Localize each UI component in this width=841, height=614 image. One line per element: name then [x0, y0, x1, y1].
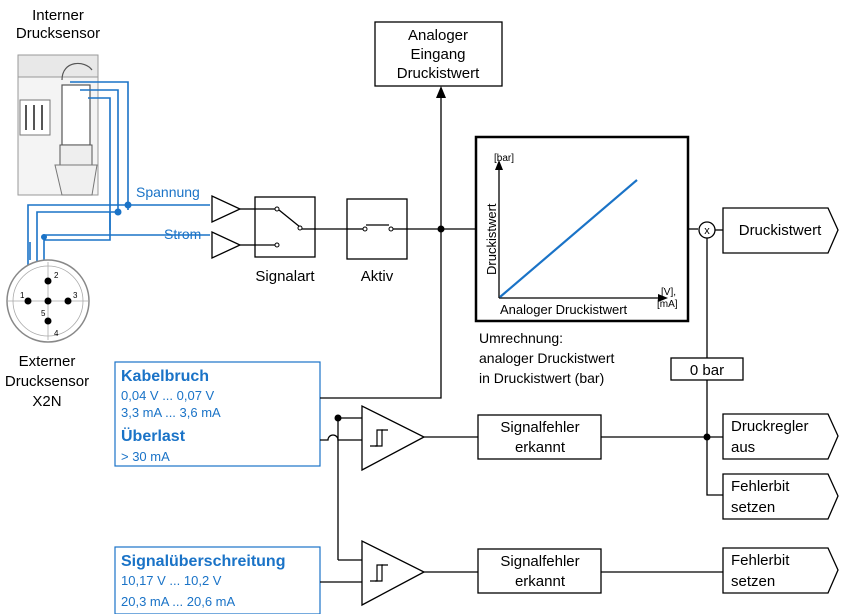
output-error-bit-1-line2: setzen	[731, 499, 775, 516]
cable-break-title: Kabelbruch	[121, 368, 209, 385]
analog-input-line2: Eingang	[410, 46, 465, 63]
output-controller-off-line2: aus	[731, 439, 755, 456]
external-sensor-label-line3: X2N	[32, 393, 61, 410]
signal-type-switch	[254, 196, 316, 258]
output-error-bit-2-line1: Fehlerbit	[731, 552, 790, 569]
signal-error-1-line2: erkannt	[515, 439, 566, 456]
conversion-line	[499, 179, 638, 298]
analog-input-line3: Druckistwert	[397, 65, 480, 82]
conversion-note-line2: analoger Druckistwert	[479, 350, 614, 366]
signal-error-2-line1: Signalfehler	[500, 553, 579, 570]
threshold-box-cable-break	[114, 361, 321, 467]
internal-sensor-illustration	[17, 54, 99, 196]
internal-sensor-label-line1: Interner	[32, 7, 84, 24]
signal-exceed-title: Signalüberschreitung	[121, 553, 285, 570]
pin-3-label: 3	[73, 291, 78, 300]
cable-break-current-range: 3,3 mA ... 3,6 mA	[121, 405, 221, 420]
multiply-symbol: x	[704, 225, 710, 237]
pin-5-label: 5	[41, 309, 46, 318]
output-controller-off	[722, 413, 839, 460]
output-error-bit-1	[722, 473, 839, 520]
signal-error-1-line1: Signalfehler	[500, 419, 579, 436]
analog-input-line1: Analoger	[408, 27, 468, 44]
graph-x-unit-line1: [V],	[661, 287, 676, 298]
overload-title: Überlast	[121, 426, 186, 445]
signal-error-block-2	[477, 548, 602, 594]
internal-sensor-label-line2: Drucksensor	[16, 25, 100, 42]
signal-exceed-current-range: 20,3 mA ... 20,6 mA	[121, 594, 235, 609]
arrow-up-to-analog-input	[436, 86, 446, 98]
cable-break-voltage-range: 0,04 V ... 0,07 V	[121, 388, 215, 403]
signal-exceed-voltage-range: 10,17 V ... 10,2 V	[121, 573, 222, 588]
external-sensor-label-line2: Drucksensor	[5, 373, 89, 390]
comparator-2	[361, 539, 426, 607]
signal-error-2-line2: erkannt	[515, 573, 566, 590]
graph-x-unit-line2: [mA]	[657, 299, 678, 310]
conversion-note-line3: in Druckistwert (bar)	[479, 370, 604, 386]
voltage-input-label: Spannung	[136, 184, 200, 200]
output-pressure-value-label: Druckistwert	[739, 222, 822, 239]
output-error-bit-1-line1: Fehlerbit	[731, 478, 790, 495]
pin-1-label: 1	[20, 291, 25, 300]
graph-x-label: Analoger Druckistwert	[500, 302, 628, 317]
pin-2-label: 2	[54, 271, 59, 280]
threshold-box-signal-exceed	[114, 546, 321, 614]
active-switch	[346, 198, 408, 260]
overload-threshold: > 30 mA	[121, 449, 170, 464]
current-amplifier	[211, 230, 242, 260]
conversion-note-line1: Umrechnung:	[479, 330, 563, 346]
graph-y-label: Druckistwert	[484, 203, 499, 275]
zero-bar-label: 0 bar	[690, 362, 724, 379]
output-error-bit-2	[722, 547, 839, 594]
analog-input-block	[374, 21, 503, 87]
output-error-bit-2-line2: setzen	[731, 573, 775, 590]
current-input-label: Strom	[164, 226, 201, 242]
external-sensor-connector: 1 2 3 4 5	[6, 259, 90, 343]
external-sensor-label-line1: Externer	[19, 353, 76, 370]
pin-4-label: 4	[54, 329, 59, 338]
comparator-1	[361, 404, 426, 472]
graph-y-unit: [bar]	[494, 153, 514, 164]
voltage-amplifier	[211, 194, 242, 224]
output-pressure-value	[722, 207, 839, 254]
signal-type-label: Signalart	[255, 268, 315, 285]
output-controller-off-line1: Druckregler	[731, 418, 809, 435]
conversion-graph-block: [bar] Druckistwert Analoger Druckistwert…	[474, 135, 690, 323]
active-label: Aktiv	[361, 268, 394, 285]
